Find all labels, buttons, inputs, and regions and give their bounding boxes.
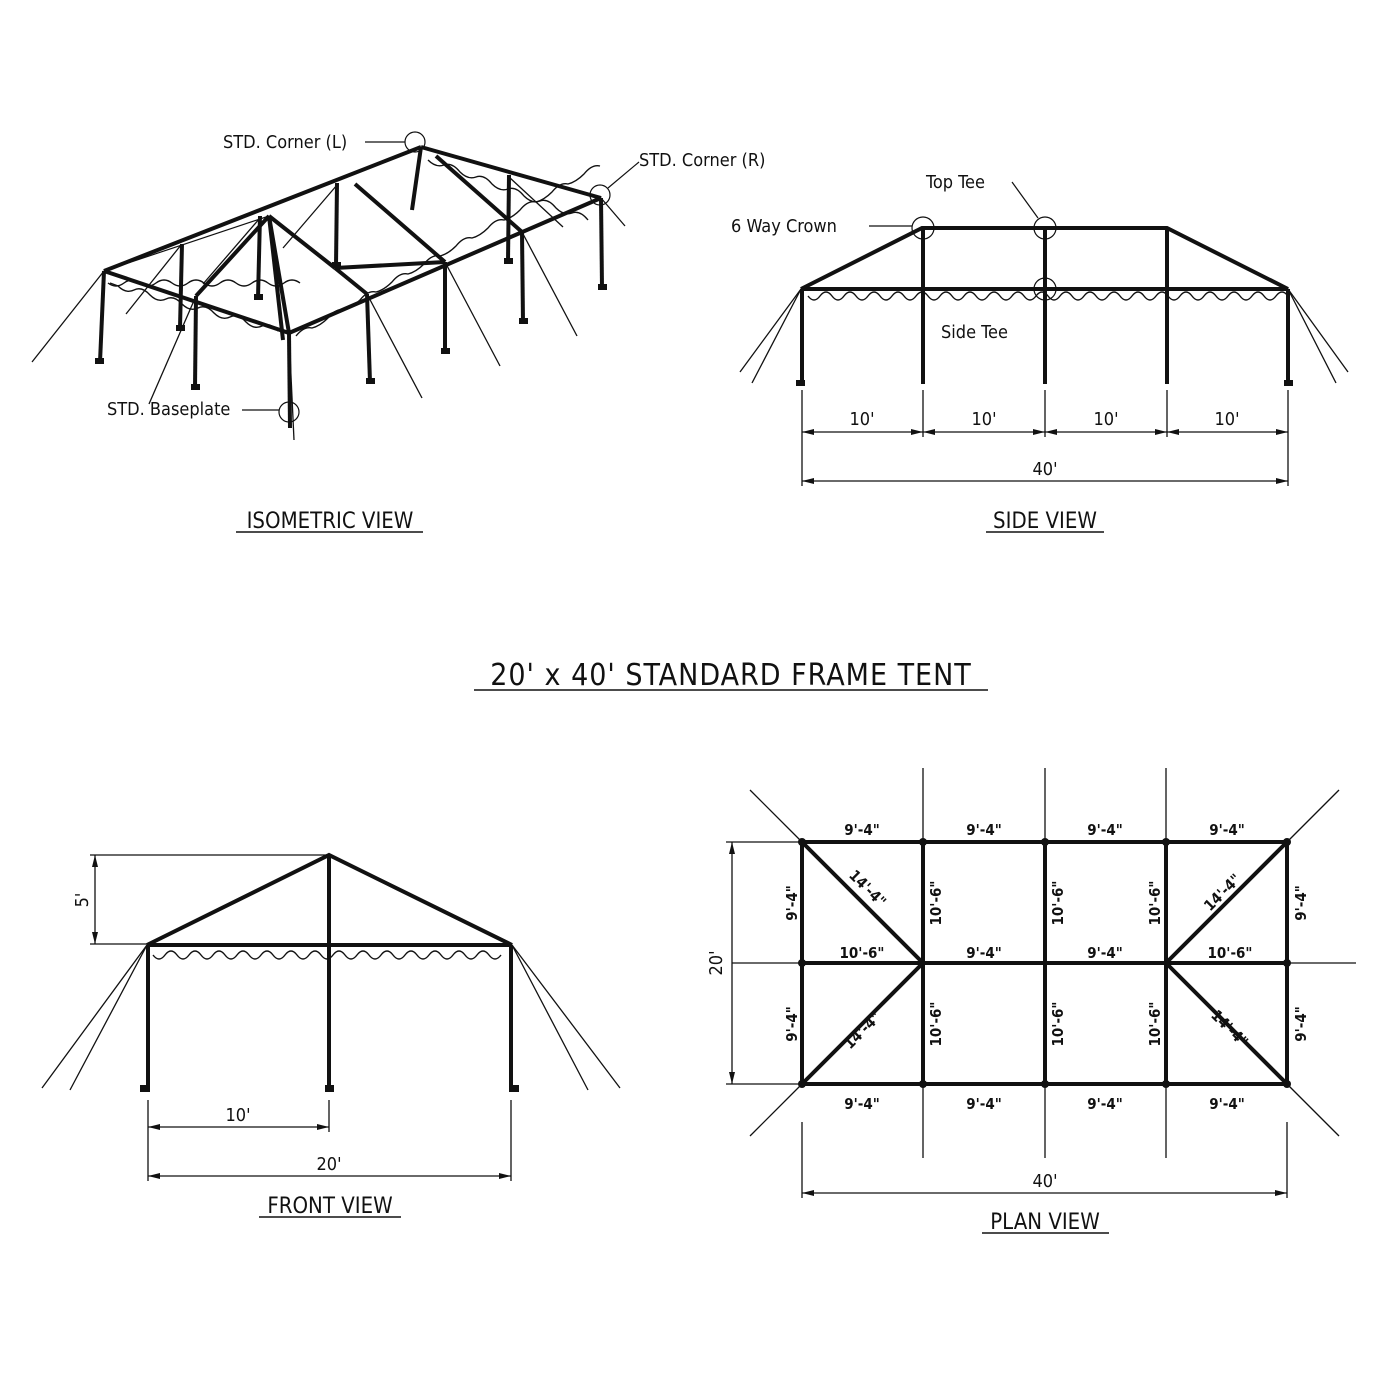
side-callout-top-tee: Top Tee bbox=[925, 172, 985, 193]
side-bay-dim-3: 10' bbox=[1093, 409, 1118, 430]
front-overall-dim: 20' bbox=[316, 1154, 341, 1175]
plan-inner-vert-dim-1: 10'-6" bbox=[927, 881, 945, 926]
plan-diag-dim-br: 14'-4" bbox=[1207, 1006, 1252, 1051]
front-half-dim: 10' bbox=[225, 1105, 250, 1126]
side-overall-dim: 40' bbox=[1032, 459, 1057, 480]
plan-inner-vert-dim-3: 10'-6" bbox=[1146, 881, 1164, 926]
side-callout-side-tee: Side Tee bbox=[941, 322, 1008, 343]
iso-callouts bbox=[242, 131, 640, 423]
side-view-title: SIDE VIEW bbox=[993, 509, 1097, 534]
plan-bottom-dim-3: 9'-4" bbox=[1087, 1095, 1123, 1113]
plan-top-dim-3: 9'-4" bbox=[1087, 821, 1123, 839]
iso-guy-ropes bbox=[31, 176, 626, 441]
iso-callout-corner-left: STD. Corner (L) bbox=[223, 132, 347, 153]
plan-overall-dim: 40' bbox=[1032, 1171, 1057, 1192]
front-guy-ropes bbox=[41, 944, 621, 1091]
plan-top-dim-1: 9'-4" bbox=[844, 821, 880, 839]
side-guy-ropes bbox=[739, 288, 1349, 384]
plan-mid-dim-2: 9'-4" bbox=[966, 944, 1002, 962]
plan-bottom-dim-2: 9'-4" bbox=[966, 1095, 1002, 1113]
plan-diag-dim-bl: 14'-4" bbox=[840, 1008, 885, 1053]
isometric-view: STD. Corner (L) STD. Corner (R) STD. Bas… bbox=[31, 131, 765, 534]
plan-mid-dim-3: 9'-4" bbox=[1087, 944, 1123, 962]
plan-mid-dim-1: 10'-6" bbox=[840, 944, 885, 962]
side-valance bbox=[807, 291, 1289, 301]
plan-diag-dim-tl: 14'-4" bbox=[845, 866, 890, 911]
plan-view-title: PLAN VIEW bbox=[990, 1210, 1100, 1235]
front-view: 5' 10' 20' FRONT VIEW bbox=[41, 852, 621, 1219]
iso-valance-back bbox=[427, 159, 589, 221]
side-bay-dim-1: 10' bbox=[849, 409, 874, 430]
plan-bottom-dim-4: 9'-4" bbox=[1209, 1095, 1245, 1113]
iso-eaves bbox=[103, 145, 602, 335]
plan-end-vert-dim-tl: 9'-4" bbox=[783, 885, 801, 921]
plan-inner-vert-dim-4: 10'-6" bbox=[927, 1002, 945, 1047]
iso-poles bbox=[98, 146, 604, 429]
iso-callout-corner-right: STD. Corner (R) bbox=[639, 150, 765, 171]
plan-inner-vert-dim-6: 10'-6" bbox=[1146, 1002, 1164, 1047]
front-dimensions bbox=[90, 854, 512, 1181]
front-valance bbox=[152, 950, 502, 960]
drawing-title: 20' x 40' STANDARD FRAME TENT bbox=[490, 658, 972, 693]
plan-bottom-dim-1: 9'-4" bbox=[844, 1095, 880, 1113]
front-view-title: FRONT VIEW bbox=[267, 1194, 392, 1219]
plan-width-dim: 20' bbox=[706, 950, 727, 975]
iso-valance-front bbox=[109, 282, 279, 332]
iso-callout-baseplate: STD. Baseplate bbox=[107, 399, 230, 420]
plan-inner-vert-dim-5: 10'-6" bbox=[1049, 1002, 1067, 1047]
side-callouts bbox=[869, 181, 1057, 301]
plan-top-dim-4: 9'-4" bbox=[1209, 821, 1245, 839]
side-callout-crown: 6 Way Crown bbox=[731, 216, 837, 237]
side-poles bbox=[796, 228, 1293, 386]
plan-mid-dim-4: 10'-6" bbox=[1208, 944, 1253, 962]
plan-end-vert-dim-bl: 9'-4" bbox=[783, 1006, 801, 1042]
plan-end-vert-dim-tr: 9'-4" bbox=[1292, 885, 1310, 921]
front-poles bbox=[140, 855, 519, 1092]
plan-top-dim-2: 9'-4" bbox=[966, 821, 1002, 839]
iso-valance-right bbox=[295, 164, 601, 337]
plan-joints bbox=[798, 838, 1291, 1088]
front-height-dim: 5' bbox=[72, 893, 93, 908]
isometric-view-title: ISOMETRIC VIEW bbox=[247, 509, 414, 534]
side-view: Top Tee 6 Way Crown Side Tee 10' 10' 10'… bbox=[731, 172, 1349, 534]
iso-baseplates bbox=[95, 258, 607, 390]
plan-guy-lines bbox=[732, 768, 1356, 1158]
plan-inner-vert-dim-2: 10'-6" bbox=[1049, 881, 1067, 926]
plan-end-vert-dim-br: 9'-4" bbox=[1292, 1006, 1310, 1042]
side-bay-dim-4: 10' bbox=[1214, 409, 1239, 430]
plan-view: 9'-4" 9'-4" 9'-4" 9'-4" 9'-4" 9'-4" 9'-4… bbox=[706, 768, 1356, 1235]
side-bay-dim-2: 10' bbox=[971, 409, 996, 430]
iso-rafters bbox=[103, 154, 524, 334]
plan-dimensions bbox=[726, 841, 1288, 1198]
side-dimensions bbox=[801, 390, 1289, 486]
